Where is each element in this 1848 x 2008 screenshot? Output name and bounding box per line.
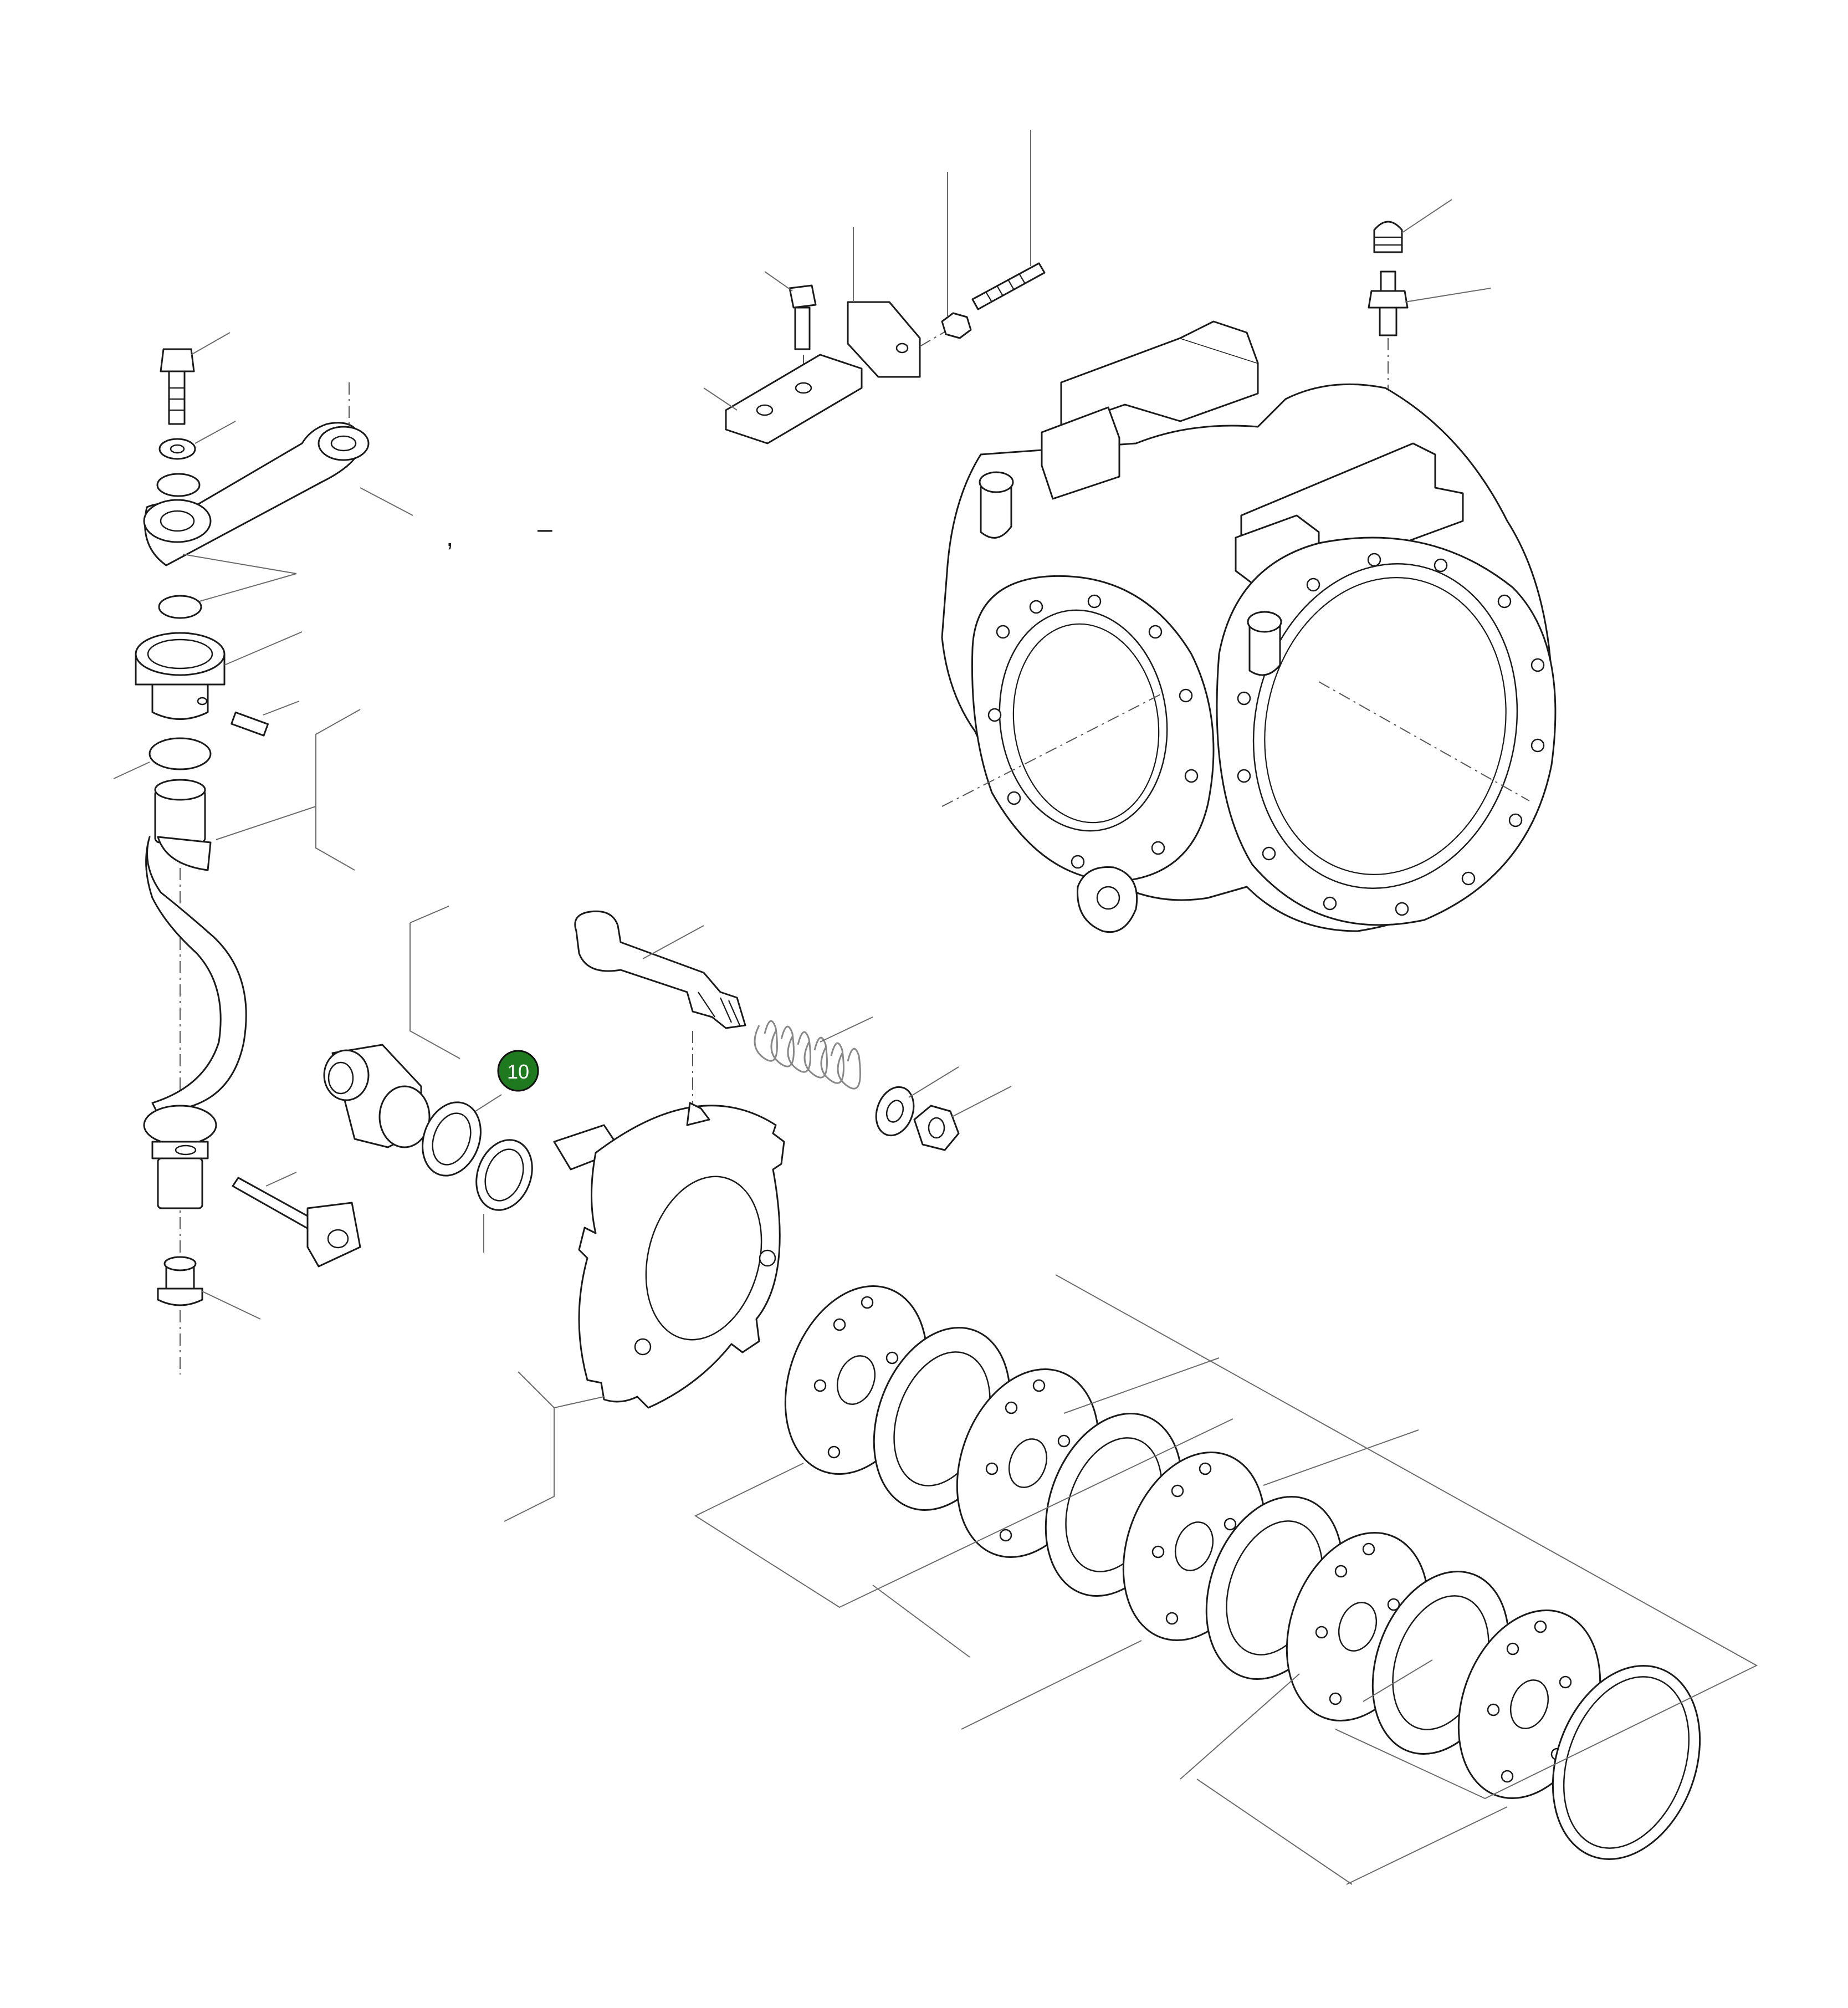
o-ring [149, 737, 212, 770]
shim-plate [847, 301, 921, 378]
leader-line [182, 554, 297, 574]
leader-line [113, 762, 150, 779]
steering-arm-group [113, 332, 413, 1375]
callout-10[interactable]: 10 [497, 1050, 539, 1092]
leader-line [194, 421, 236, 444]
leader-line [908, 1066, 959, 1098]
pin-sleeve [323, 1044, 431, 1148]
leader-line [1346, 1806, 1508, 1885]
leader-line [504, 1396, 605, 1522]
hex-nut [913, 1105, 960, 1151]
leader-line [191, 332, 231, 355]
knuckle-arm [143, 779, 247, 1209]
o-ring [158, 595, 202, 619]
leader-line [518, 1371, 555, 1408]
leader-line [216, 709, 361, 840]
small-bolt [789, 284, 817, 350]
leader-line [202, 1291, 261, 1320]
leader-line [1404, 288, 1491, 303]
leader-line [409, 923, 460, 1059]
set-screw [231, 711, 269, 737]
leader-line [1055, 1274, 1758, 1800]
leader-line [1363, 1659, 1433, 1702]
leader-line [475, 1094, 502, 1112]
lower-cap [157, 1256, 203, 1306]
shim-ring [475, 1139, 533, 1211]
leader-line [642, 925, 704, 959]
leader-line [224, 631, 303, 666]
brake-disc-stack [784, 1285, 1701, 1860]
leader-line [1401, 199, 1452, 233]
leader-line [199, 573, 297, 602]
centerline [1318, 681, 1530, 801]
shim-ring [422, 1101, 482, 1177]
leader-line [1263, 1429, 1419, 1486]
grease-cap [1373, 221, 1403, 253]
stray-glyph-comma: , [446, 523, 453, 552]
small-nut [941, 312, 972, 339]
callout-label: 10 [507, 1060, 529, 1083]
leader-line [872, 1585, 970, 1658]
leader-line [315, 806, 355, 871]
leader-line [703, 387, 738, 411]
leader-line [265, 1172, 297, 1187]
leader-line [951, 1086, 1012, 1117]
leader-line [409, 906, 449, 923]
leader-line [1180, 1673, 1300, 1780]
leader-line [694, 1418, 1233, 1608]
leader-line [1196, 1779, 1353, 1885]
axle-housing [941, 320, 1557, 933]
o-ring [156, 473, 201, 497]
brake-backing-plate [553, 1102, 785, 1409]
bushing [135, 632, 226, 720]
centerline [941, 692, 1164, 807]
flat-washer [875, 1086, 915, 1137]
pin-bolt [232, 1177, 361, 1268]
leader-line [820, 1016, 873, 1043]
leader-line [764, 271, 793, 292]
leader-line [1063, 1357, 1220, 1414]
king-pin [574, 910, 746, 1029]
grease-fitting [1368, 270, 1409, 336]
leader-line [360, 487, 413, 516]
coil-spring [754, 1020, 861, 1090]
callout-badge[interactable] [497, 1050, 539, 1092]
stray-glyph-dash: – [537, 514, 552, 544]
threaded-stud [971, 262, 1046, 310]
leader-line [263, 701, 300, 716]
brake-end-ring [1552, 1665, 1701, 1860]
steering-lever-arm [143, 422, 370, 566]
hex-bolt [160, 348, 195, 425]
leader-line [961, 1640, 1142, 1730]
lock-plate [725, 354, 863, 444]
